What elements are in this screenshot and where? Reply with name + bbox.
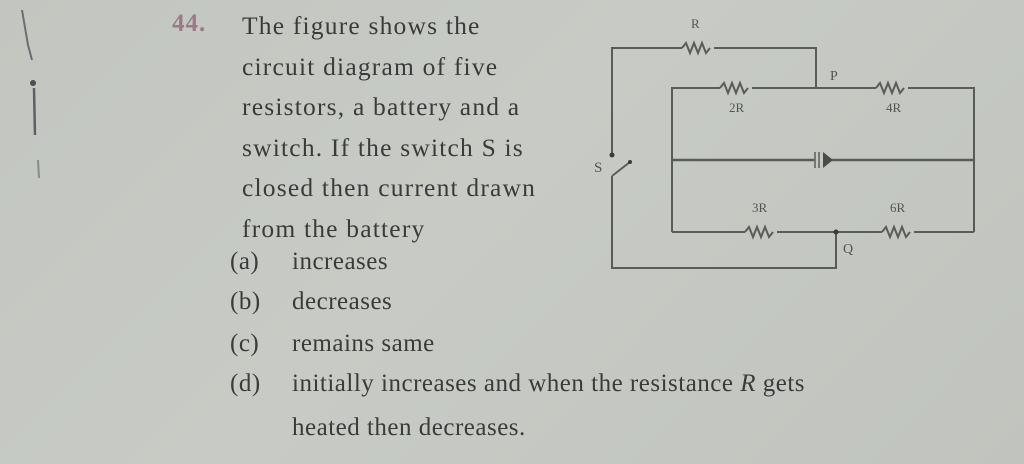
option-text: increases bbox=[292, 248, 389, 275]
resistor-2R bbox=[719, 80, 749, 96]
resistor-6R bbox=[881, 224, 911, 240]
question-number: 44. bbox=[172, 10, 207, 37]
option-text: initially increases and when the resista… bbox=[292, 370, 741, 397]
label-Q: Q bbox=[843, 242, 853, 257]
option-text: gets bbox=[756, 370, 806, 397]
resistor-3R bbox=[744, 224, 774, 240]
label-P: P bbox=[830, 69, 838, 84]
option-label: (c) bbox=[230, 330, 260, 357]
option-c[interactable]: (c) remains same bbox=[230, 330, 435, 358]
option-b[interactable]: (b) decreases bbox=[230, 288, 392, 316]
label-S: S bbox=[594, 160, 602, 176]
label-3R: 3R bbox=[752, 200, 768, 215]
label-4R: 4R bbox=[886, 100, 902, 115]
option-label: (b) bbox=[230, 288, 261, 315]
option-d-line2: heated then decreases. bbox=[292, 414, 526, 441]
option-d[interactable]: (d) initially increases and when the resi… bbox=[230, 370, 805, 398]
stem-line: from the battery bbox=[242, 213, 426, 243]
margin-pen-marks bbox=[21, 9, 40, 179]
label-2R: 2R bbox=[729, 100, 745, 115]
question-stem: The figure shows the circuit diagram of … bbox=[242, 6, 582, 249]
battery-icon bbox=[814, 152, 833, 168]
stem-line: resistors, a battery and a bbox=[242, 92, 521, 121]
stem-line: circuit diagram of five bbox=[242, 51, 499, 81]
option-text: remains same bbox=[292, 330, 435, 357]
option-a[interactable]: (a) increases bbox=[230, 248, 388, 276]
option-text: decreases bbox=[292, 288, 393, 315]
switch-S bbox=[611, 161, 631, 177]
stem-line: closed then current drawn bbox=[242, 173, 537, 202]
label-R: R bbox=[691, 16, 700, 31]
circuit-diagram: R 2R 4R 3R 6R P Q S bbox=[594, 16, 975, 269]
option-label: (d) bbox=[230, 370, 261, 397]
option-variable: R bbox=[740, 370, 757, 397]
resistor-R bbox=[681, 40, 711, 56]
stem-line: The figure shows the bbox=[242, 11, 481, 40]
label-6R: 6R bbox=[890, 200, 906, 215]
stem-line: switch. If the switch S is bbox=[242, 132, 524, 162]
resistor-4R bbox=[875, 80, 905, 96]
option-label: (a) bbox=[230, 248, 260, 275]
